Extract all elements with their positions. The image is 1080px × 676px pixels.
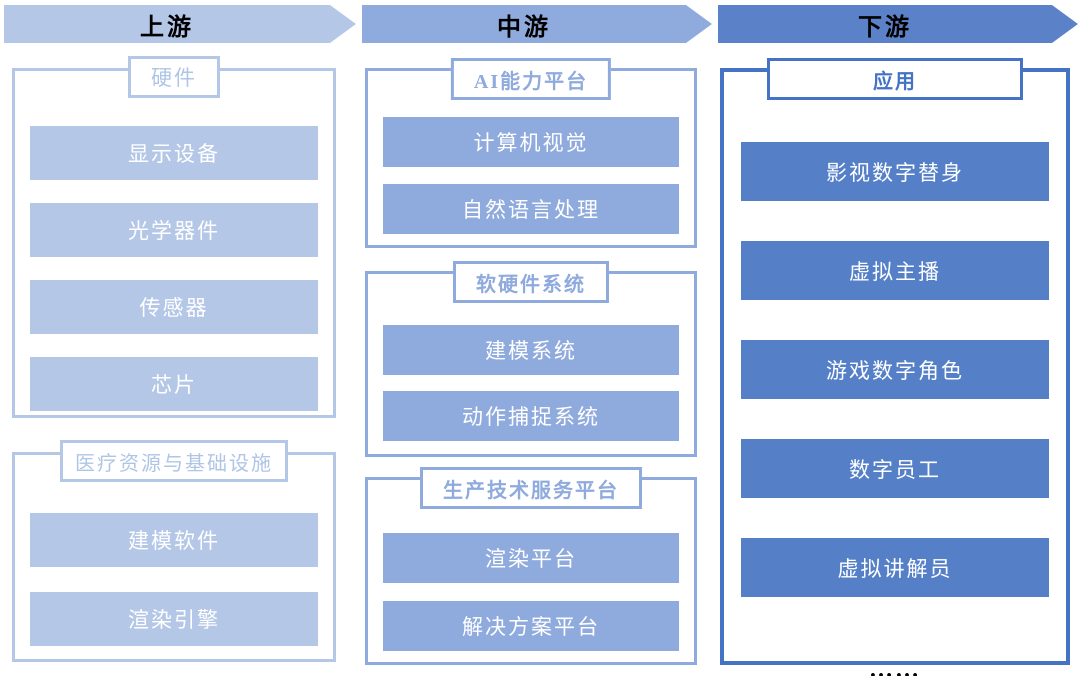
chain-item: 自然语言处理 xyxy=(383,184,679,234)
group-items: 渲染平台 解决方案平台 xyxy=(383,533,679,651)
more-items-ellipsis: …… xyxy=(869,656,921,676)
group-title-production-service-platform: 生产技术服务平台 xyxy=(420,467,642,509)
chain-item: 渲染平台 xyxy=(383,533,679,583)
group-hardware: 硬件 显示设备 光学器件 传感器 芯片 xyxy=(12,56,336,418)
group-production-service-platform: 生产技术服务平台 渲染平台 解决方案平台 xyxy=(365,467,697,665)
group-items: 显示设备 光学器件 传感器 芯片 xyxy=(30,126,318,411)
stage-arrow-upstream: 上游 xyxy=(4,5,356,43)
chain-item: 计算机视觉 xyxy=(383,117,679,167)
group-title-base-infrastructure: 医疗资源与基础设施 xyxy=(60,440,288,482)
stage-label-downstream: 下游 xyxy=(858,14,912,41)
group-items: 建模软件 渲染引擎 xyxy=(30,513,318,646)
stage-arrow-midstream: 中游 xyxy=(362,5,712,43)
chain-item: 建模系统 xyxy=(383,325,679,375)
stage-label-upstream: 上游 xyxy=(140,14,194,41)
chain-item: 影视数字替身 xyxy=(741,142,1049,201)
group-items: 建模系统 动作捕捉系统 xyxy=(383,325,679,441)
chain-item: 虚拟主播 xyxy=(741,241,1049,300)
group-base-infrastructure: 医疗资源与基础设施 建模软件 渲染引擎 xyxy=(12,440,336,662)
group-software-hardware-systems: 软硬件系统 建模系统 动作捕捉系统 xyxy=(365,261,697,457)
group-title-hardware: 硬件 xyxy=(128,56,220,98)
chain-item: 光学器件 xyxy=(30,203,318,257)
chain-item: 动作捕捉系统 xyxy=(383,391,679,441)
group-items: 计算机视觉 自然语言处理 xyxy=(383,117,679,234)
chain-item: 渲染引擎 xyxy=(30,592,318,646)
group-title-applications: 应用 xyxy=(767,58,1023,100)
group-applications: 应用 影视数字替身 虚拟主播 游戏数字角色 数字员工 虚拟讲解员 …… xyxy=(720,58,1070,676)
chain-item: 显示设备 xyxy=(30,126,318,180)
chain-item: 虚拟讲解员 xyxy=(741,538,1049,597)
group-title-ai-platform: AI能力平台 xyxy=(450,58,612,100)
group-ai-platform: AI能力平台 计算机视觉 自然语言处理 xyxy=(365,58,697,248)
chain-item: 芯片 xyxy=(30,357,318,411)
chain-item: 数字员工 xyxy=(741,439,1049,498)
group-title-software-hardware-systems: 软硬件系统 xyxy=(453,261,609,303)
chain-item: 游戏数字角色 xyxy=(741,340,1049,399)
chain-item: 传感器 xyxy=(30,280,318,334)
group-items: 影视数字替身 虚拟主播 游戏数字角色 数字员工 虚拟讲解员 …… xyxy=(741,142,1049,676)
stage-arrow-downstream: 下游 xyxy=(718,5,1078,43)
chain-item: 解决方案平台 xyxy=(383,601,679,651)
chain-item: 建模软件 xyxy=(30,513,318,567)
stage-label-midstream: 中游 xyxy=(497,14,551,41)
